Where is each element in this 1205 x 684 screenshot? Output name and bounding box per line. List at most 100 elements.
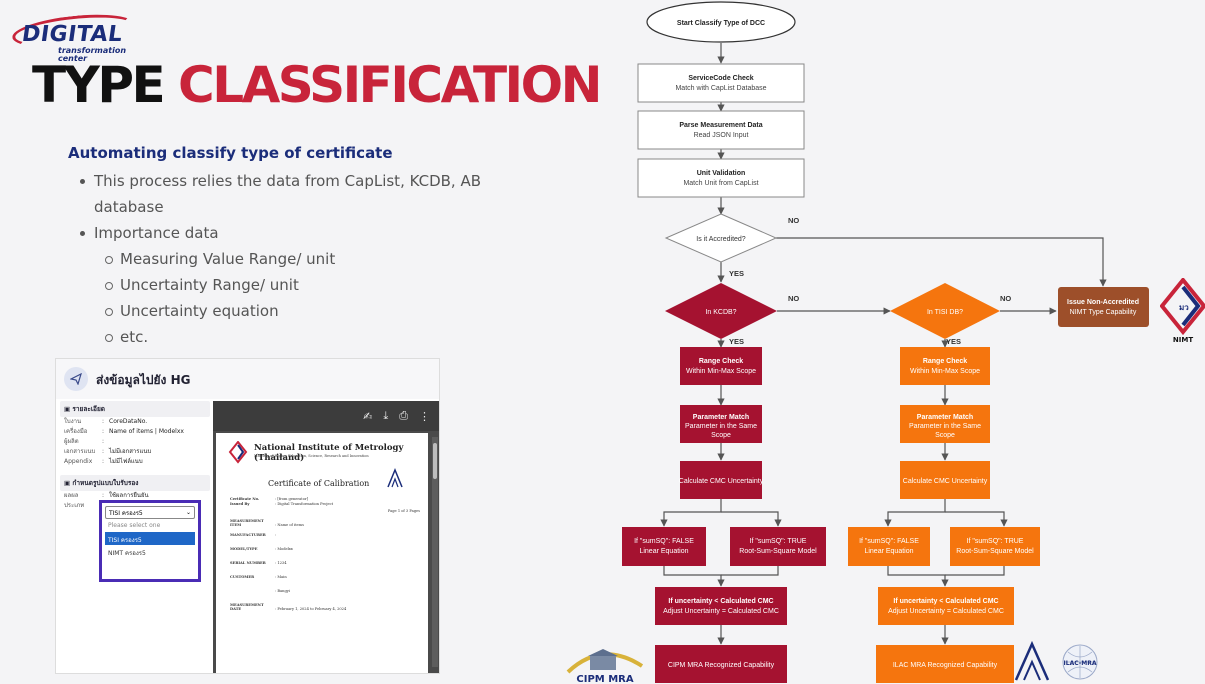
false-sub: Linear Equation bbox=[639, 548, 688, 555]
step-sub: Match with CapList Database bbox=[675, 85, 766, 92]
org-name: National Institute of Metrology (Thailan… bbox=[254, 443, 404, 463]
pdf-viewer: ✍ ⤓ ⎙ ⋮ National Institute of Metrology … bbox=[213, 401, 439, 673]
doc-row: SERIAL NUMBER: 1234 bbox=[230, 561, 287, 565]
parse-data-box bbox=[637, 110, 805, 150]
pdf-scrollbar[interactable] bbox=[432, 437, 438, 667]
slide-title: TYPE CLASSIFICATION bbox=[32, 60, 603, 110]
certificate-page: National Institute of Metrology (Thailan… bbox=[216, 433, 428, 673]
sumsq-false-box bbox=[848, 527, 930, 566]
detail-row: ใบงาน:CoreDataNo. bbox=[64, 418, 148, 425]
parameter-match-box bbox=[900, 405, 990, 443]
non-accredited-sub: NIMT Type Capability bbox=[1070, 309, 1137, 316]
sub-bullet-item: Measuring Value Range/ unit bbox=[68, 246, 508, 272]
cipm-result-label: CIPM MRA Recognized Capability bbox=[668, 662, 775, 669]
step-title: ServiceCode Check bbox=[688, 75, 753, 82]
send-icon[interactable] bbox=[64, 367, 88, 391]
false-title: If "sumSQ": FALSE bbox=[634, 538, 694, 545]
tisi-branch: Range Check Within Min-Max Scope Paramet… bbox=[848, 347, 1040, 683]
format-row: ผลผล:ใช้ผลการยืนยัน bbox=[64, 492, 149, 499]
dialog-title: ส่งข้อมูลไปยัง HG bbox=[96, 373, 191, 387]
doc-row: Certificate No.: [from generator] bbox=[230, 497, 308, 501]
decision-label: In TISI DB? bbox=[927, 309, 963, 316]
ilac-mra-logo: ILAC-MRA bbox=[1014, 640, 1098, 681]
detail-row: ผู้ผลิต: bbox=[64, 438, 105, 445]
range-title: Range Check bbox=[699, 358, 743, 365]
download-icon[interactable]: ⤓ bbox=[383, 409, 389, 422]
ilac-result-box bbox=[876, 645, 1014, 683]
doc-row: MEASUREMENT DATE: February 1, 2024 to Fe… bbox=[230, 603, 347, 611]
servicecode-check-box bbox=[637, 63, 805, 103]
uncertainty-adjust-box bbox=[878, 587, 1014, 625]
format-section-header: ▣ กำหนดรูปแบบใบรับรอง bbox=[60, 475, 210, 491]
param-sub: Scope bbox=[711, 432, 731, 439]
non-accredited-box bbox=[1058, 287, 1149, 327]
doc-row: Issued By: Digital Transformation Projec… bbox=[230, 502, 334, 506]
range-check-box bbox=[680, 347, 762, 385]
bullet-item: This process relies the data from CapLis… bbox=[68, 168, 508, 220]
dialog-header: ส่งข้อมูลไปยัง HG bbox=[56, 359, 439, 399]
param-sub: Parameter in the Same bbox=[685, 423, 757, 430]
calc-label: Calculate CMC Uncertainty bbox=[679, 478, 764, 485]
range-check-box bbox=[900, 347, 990, 385]
doc-row: MODEL/TYPE: Modelxx bbox=[230, 547, 293, 551]
param-title: Parameter Match bbox=[693, 414, 749, 421]
logo-subtext: transformation bbox=[58, 46, 127, 55]
doc-row: MANUFACTURER: bbox=[230, 533, 277, 537]
page-count: Page 1 of 3 Pages bbox=[387, 509, 420, 513]
unc-sub: Adjust Uncertainty = Calculated CMC bbox=[888, 608, 1004, 615]
cipm-text: CIPM MRA bbox=[576, 674, 633, 684]
content-heading: Automating classify type of certificate bbox=[68, 144, 393, 162]
nimt-text: NIMT bbox=[1173, 336, 1193, 344]
parameter-match-box bbox=[680, 405, 762, 443]
doc-row: MEASUREMENT ITEM: Name of items bbox=[230, 519, 304, 527]
print-icon[interactable]: ⎙ bbox=[399, 409, 408, 422]
select-option[interactable]: NIMT ครองร5 bbox=[108, 550, 146, 557]
logo-subtext: center bbox=[58, 54, 88, 63]
scrollbar-thumb[interactable] bbox=[433, 443, 437, 479]
calculate-cmc-box bbox=[680, 461, 762, 499]
true-title: If "sumSQ": TRUE bbox=[750, 538, 807, 545]
sumsq-true-box bbox=[950, 527, 1040, 566]
param-sub: Scope bbox=[935, 432, 955, 439]
pdf-toolbar: ✍ ⤓ ⎙ ⋮ bbox=[213, 401, 439, 431]
flow-connectors bbox=[660, 43, 1107, 645]
nimt-mark-text: มว bbox=[1179, 303, 1189, 312]
range-sub: Within Min-Max Scope bbox=[910, 368, 980, 375]
true-sub: Root-Sum-Square Model bbox=[739, 548, 817, 555]
unc-title: If uncertainty < Calculated CMC bbox=[668, 598, 773, 605]
nimt-logo: มว NIMT bbox=[1160, 278, 1205, 344]
certificate-title: Certificate of Calibration bbox=[268, 479, 370, 488]
doc-row: CUSTOMER: Main bbox=[230, 575, 287, 579]
unc-title: If uncertainty < Calculated CMC bbox=[893, 598, 998, 605]
decision-label: Is it Accredited? bbox=[696, 236, 746, 243]
ilac-result-label: ILAC MRA Recognized Capability bbox=[893, 662, 998, 669]
org-sub: Ministry of Higher Education, Science, R… bbox=[254, 454, 369, 458]
select-field[interactable]: TISI ครองร5⌄ bbox=[105, 506, 195, 519]
digital-transformation-logo: DIGITAL transformation center bbox=[8, 8, 138, 63]
true-sub: Root-Sum-Square Model bbox=[956, 548, 1034, 555]
no-label: NO bbox=[1000, 294, 1011, 303]
branch-labels: NO YES NO NO YES YES bbox=[729, 216, 1011, 346]
tisi-decision bbox=[890, 283, 1000, 339]
step-title: Parse Measurement Data bbox=[679, 122, 762, 129]
detail-row: เครื่องมือ:Name of items | Modelxx bbox=[64, 428, 184, 435]
true-title: If "sumSQ": TRUE bbox=[967, 538, 1024, 545]
details-section-header: ▣ รายละเอียด bbox=[60, 401, 210, 417]
no-label: NO bbox=[788, 216, 799, 225]
title-part-1: TYPE bbox=[32, 56, 166, 114]
sub-bullet-item: etc. bbox=[68, 324, 508, 350]
unit-validation-box bbox=[637, 158, 805, 198]
certificate-type-select[interactable]: TISI ครองร5⌄ Please select one TISI ครอง… bbox=[99, 500, 201, 582]
uncertainty-adjust-box bbox=[655, 587, 787, 625]
false-title: If "sumSQ": FALSE bbox=[859, 538, 919, 545]
select-option[interactable]: TISI ครองร5 bbox=[105, 532, 195, 545]
sign-icon[interactable]: ✍ bbox=[363, 409, 373, 423]
thai-ac-mark-icon bbox=[387, 468, 403, 488]
sub-bullet-item: Uncertainty equation bbox=[68, 298, 508, 324]
doc-row: : Bangyi bbox=[275, 589, 290, 593]
more-icon[interactable]: ⋮ bbox=[419, 409, 430, 423]
unc-sub: Adjust Uncertainty = Calculated CMC bbox=[663, 608, 779, 615]
content-block: Automating classify type of certificate … bbox=[68, 140, 508, 350]
